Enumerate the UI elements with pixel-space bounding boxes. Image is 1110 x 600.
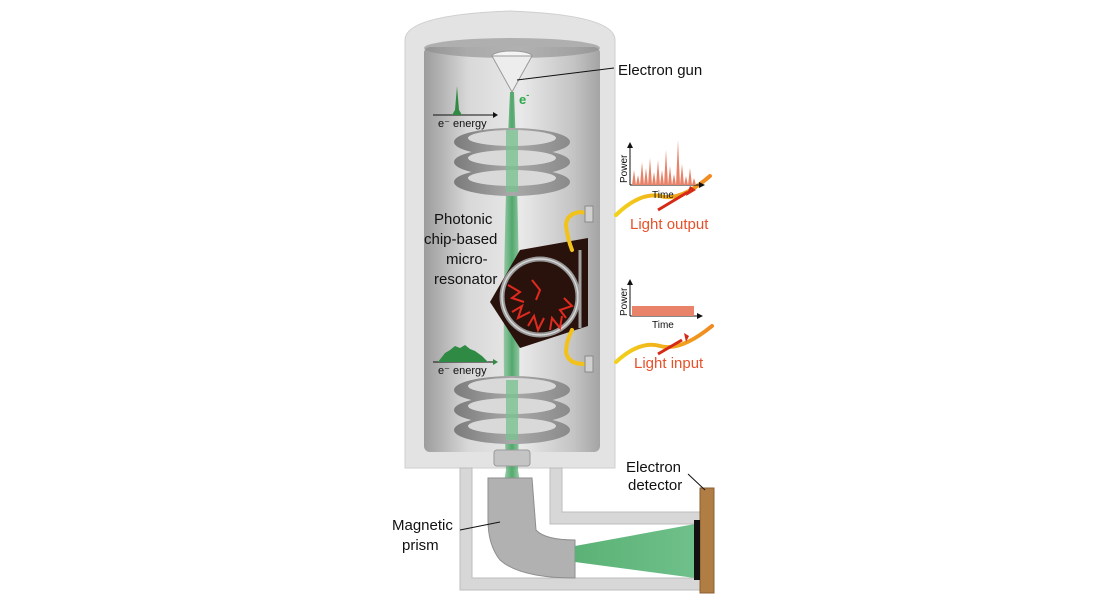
label-resonator-2: chip-based <box>424 231 497 248</box>
label-prism-2: prism <box>402 537 439 554</box>
fiber-ports <box>584 205 594 373</box>
magnetic-prism <box>487 477 576 579</box>
label-resonator-4: resonator <box>434 271 497 288</box>
light-output-fiber <box>614 174 712 217</box>
label-energy-bottom: e⁻ energy <box>438 365 487 377</box>
upper-lens-rings <box>454 128 570 196</box>
label-energy-top: e⁻ energy <box>438 118 487 130</box>
input-power-plot <box>627 279 703 319</box>
energy-spectrum-narrow <box>433 86 498 118</box>
label-detector-1: Electron <box>626 459 681 476</box>
dispersed-beam <box>575 524 695 578</box>
optical-fibers <box>563 209 590 367</box>
label-time-bottom: Time <box>652 320 674 331</box>
electron-gun-cone <box>491 50 533 94</box>
label-resonator-3: micro- <box>446 251 488 268</box>
label-prism-1: Magnetic <box>392 517 453 534</box>
label-power-bottom: Power <box>619 287 630 316</box>
label-light-output: Light output <box>630 216 709 233</box>
photonic-chip <box>490 238 588 348</box>
energy-spectrum-broad <box>433 345 498 365</box>
output-power-plot <box>627 140 705 188</box>
label-time-top: Time <box>652 190 674 201</box>
light-input-fiber <box>614 324 714 364</box>
label-light-input: Light input <box>634 355 704 372</box>
label-resonator-1: Photonic <box>434 211 493 228</box>
label-electron: e- <box>519 90 529 107</box>
electron-detector <box>694 487 715 594</box>
label-detector-2: detector <box>628 477 682 494</box>
leader-lines <box>459 67 706 531</box>
lower-lens-rings <box>454 376 570 444</box>
label-power-top: Power <box>619 154 630 183</box>
label-electron-gun: Electron gun <box>618 62 702 79</box>
field-pattern <box>507 279 574 333</box>
